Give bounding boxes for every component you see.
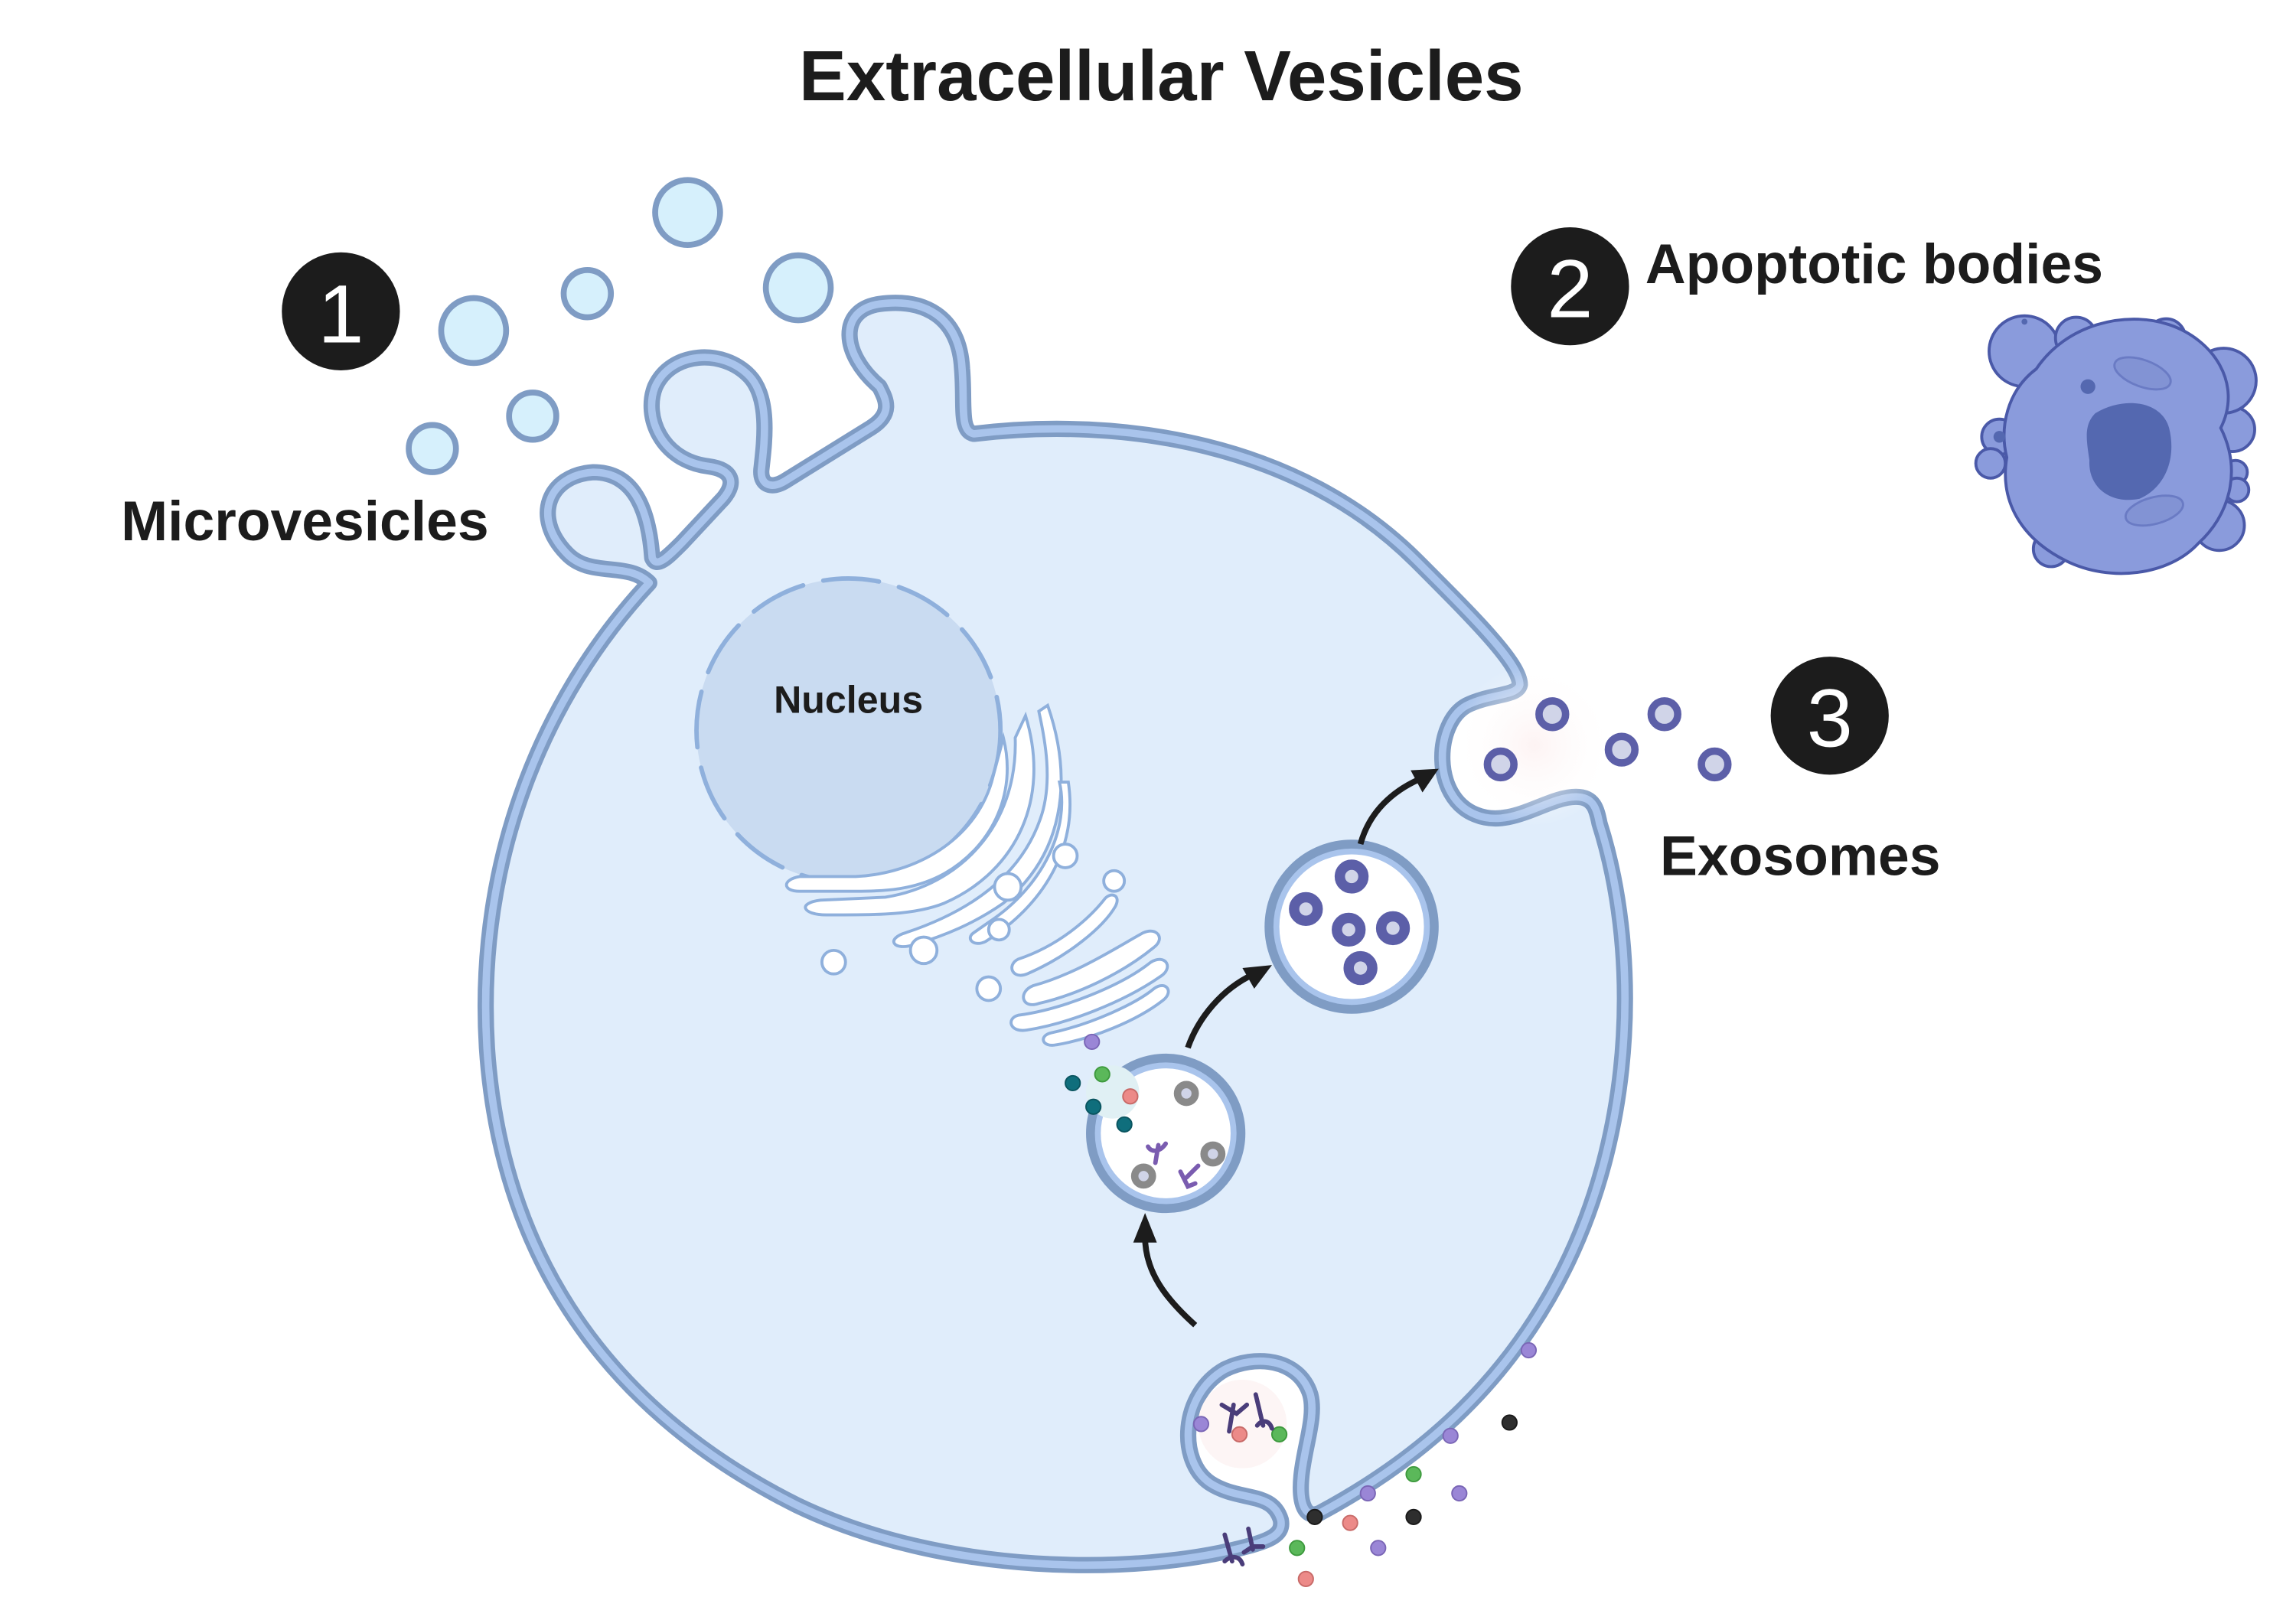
intraluminal-vesicle	[1343, 950, 1378, 986]
endocytic-bud-interior	[1198, 1380, 1287, 1468]
microvesicles-label: Microvesicles	[121, 490, 489, 553]
cargo-molecule	[1231, 1426, 1248, 1442]
arrow-endosome-to-mvb	[1185, 971, 1256, 1049]
nucleus: Nucleus	[694, 576, 1003, 885]
cargo-vesicle	[1200, 1141, 1226, 1167]
cargo-vesicle	[1130, 1163, 1156, 1189]
secreted-molecule	[1442, 1427, 1459, 1444]
exosome	[1535, 697, 1570, 732]
exosome	[1698, 747, 1732, 782]
endocytic-bud-cargo	[1192, 1416, 1288, 1442]
cargo-molecule	[1116, 1116, 1133, 1133]
intraluminal-vesicle	[1332, 912, 1366, 947]
apoptotic-bodies-badge: 2	[1511, 227, 1629, 346]
apoptotic-bodies-label: Apoptotic bodies	[1645, 233, 2103, 295]
microvesicle	[762, 252, 834, 324]
cargo-molecule	[1122, 1088, 1139, 1105]
nucleus-label: Nucleus	[774, 678, 923, 721]
cargo-molecule	[1085, 1098, 1102, 1115]
multivesicular-body	[1264, 839, 1439, 1014]
apoptotic-nucleus	[2086, 403, 2172, 500]
receptor-icon	[1222, 1532, 1245, 1566]
exosome-release-zone	[1453, 663, 1616, 826]
badge-number-1: 1	[318, 267, 364, 360]
pathway-arrows	[1142, 776, 1421, 1328]
secreted-molecule	[1451, 1485, 1468, 1502]
arrowhead-icon	[1242, 965, 1272, 989]
exosomes-label: Exosomes	[1660, 825, 1940, 888]
figure-title: Extracellular Vesicles	[799, 36, 1524, 116]
secreted-molecule	[1405, 1465, 1422, 1483]
cytoplasmic-cargo	[1065, 1033, 1139, 1133]
microvesicles	[406, 177, 834, 475]
microvesicle	[560, 267, 615, 321]
cell-membrane-inner-leaflet	[481, 299, 1629, 1570]
exosomes-badge: 3	[1770, 657, 1889, 775]
arrow-heads	[1133, 768, 1439, 1243]
membrane-receptors	[1219, 1392, 1274, 1566]
receptor-icon	[1178, 1163, 1201, 1190]
exosome	[1604, 732, 1639, 767]
cell	[477, 295, 1633, 1573]
arrow-mvb-to-membrane	[1357, 776, 1421, 846]
exosome	[1483, 747, 1518, 782]
microvesicle	[506, 390, 559, 443]
mitochondrion-icon	[2124, 494, 2184, 527]
cargo-molecule	[1192, 1416, 1210, 1433]
badge-number-2: 2	[1547, 243, 1593, 335]
golgi-apparatus	[975, 869, 1170, 1047]
secreted-molecule	[1342, 1514, 1358, 1531]
secreted-molecule	[1359, 1485, 1376, 1502]
secreted-molecule	[1289, 1540, 1306, 1556]
receptor-icon	[1219, 1402, 1250, 1434]
receptor-icon	[1241, 1526, 1266, 1555]
cargo-molecule	[1065, 1074, 1081, 1092]
apoptotic-body	[1974, 314, 2258, 575]
microvesicles-badge: 1	[282, 252, 400, 371]
exosome	[1647, 697, 1681, 732]
secreted-molecule	[1306, 1508, 1323, 1525]
microvesicle	[406, 422, 459, 475]
cargo-molecule	[1270, 1426, 1288, 1442]
arrowhead-icon	[1411, 768, 1439, 793]
cargo-molecule	[1094, 1066, 1110, 1083]
arrowhead-icon	[1133, 1213, 1157, 1243]
secreted-molecule	[1405, 1508, 1422, 1525]
badge-number-3: 3	[1807, 672, 1853, 764]
arrow-endocytosis-to-endosome	[1142, 1236, 1198, 1328]
microvesicle	[438, 295, 510, 367]
intraluminal-vesicle	[1375, 911, 1411, 946]
secreted-molecule	[1297, 1570, 1314, 1587]
receptor-icon	[1253, 1392, 1274, 1431]
secreted-molecule	[1501, 1414, 1518, 1431]
mitochondrion-icon	[2113, 356, 2172, 391]
secreted-molecule	[1370, 1540, 1387, 1556]
cargo-molecule	[1084, 1033, 1101, 1051]
intraluminal-vesicle	[1289, 892, 1323, 927]
early-endosome	[1086, 1053, 1246, 1214]
intraluminal-vesicle	[1334, 859, 1369, 894]
cell-membrane	[477, 295, 1633, 1573]
receptor-icon	[1146, 1141, 1169, 1165]
released-exosomes	[1483, 697, 1732, 782]
secreted-molecule	[1520, 1341, 1538, 1359]
secreted-molecules	[1289, 1341, 1538, 1587]
microvesicle	[652, 177, 723, 248]
endoplasmic-reticulum	[784, 702, 1079, 976]
cargo-vesicle	[1173, 1081, 1199, 1107]
